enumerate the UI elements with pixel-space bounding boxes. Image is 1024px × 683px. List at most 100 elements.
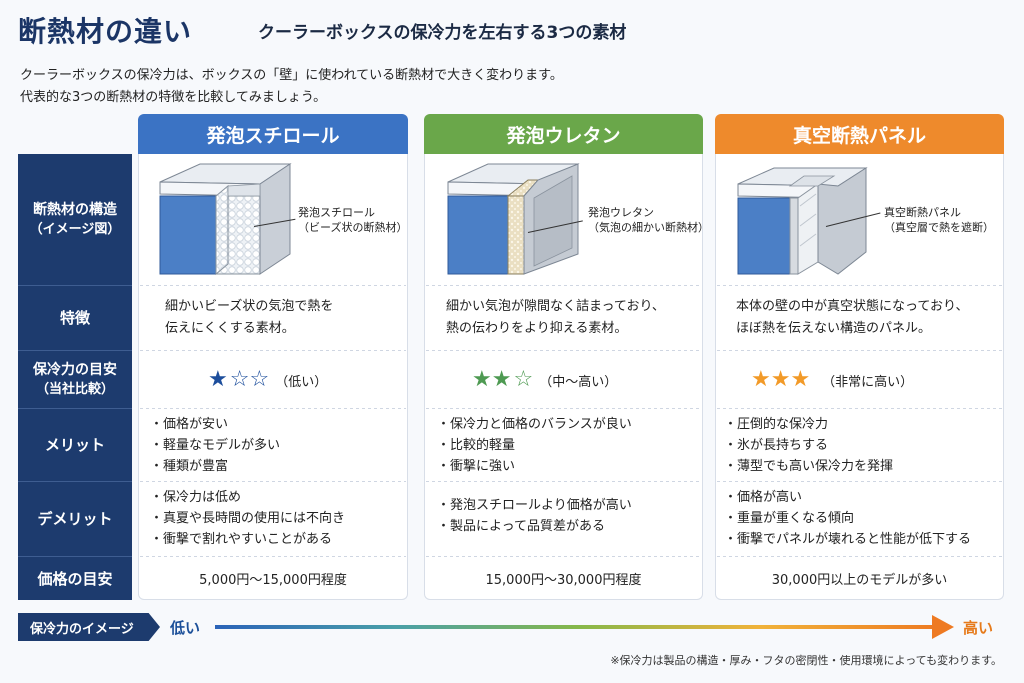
- cell-divider: [140, 408, 406, 409]
- list-item: 製品によって品質差がある: [437, 516, 632, 537]
- star-empty-icon: ☆☆: [229, 367, 270, 392]
- row-header-feature-line1: 特徴: [59, 309, 90, 327]
- list-item: 氷が長持ちする: [724, 435, 893, 456]
- intro-text: クーラーボックスの保冷力は、ボックスの「壁」に使われている断熱材で大きく変わりま…: [20, 65, 563, 109]
- scale-gradient-bar: [215, 625, 940, 629]
- column-header-vacuum-panel: 真空断熱パネル: [715, 114, 1004, 154]
- row-header-demerit: デメリット: [18, 482, 132, 556]
- rating-styrofoam: ★ ☆☆ （低い）: [208, 369, 327, 391]
- feature-styrofoam-line2: 伝えにくくする素材。: [165, 321, 295, 336]
- styrofoam-label-line1: 発泡スチロール: [298, 206, 375, 219]
- list-item: 保冷力は低め: [150, 487, 345, 508]
- arrow-right-icon: [932, 615, 954, 639]
- urethane-box-illustration: [447, 163, 580, 275]
- list-item: 比較的軽量: [437, 435, 632, 456]
- star-filled-icon: ★★: [472, 367, 512, 392]
- row-header-merit: メリット: [18, 409, 132, 481]
- column-header-urethane: 発泡ウレタン: [424, 114, 703, 154]
- feature-vacuum-line1: 本体の壁の中が真空状態になっており、: [736, 299, 969, 314]
- vacuum-illustration-label: 真空断熱パネル （真空層で熱を遮断）: [884, 205, 994, 235]
- intro-line-1: クーラーボックスの保冷力は、ボックスの「壁」に使われている断熱材で大きく変わりま…: [20, 68, 563, 83]
- list-item: 価格が安い: [150, 414, 280, 435]
- price-urethane: 15,000円〜30,000円程度: [485, 573, 642, 588]
- feature-styrofoam-line1: 細かいビーズ状の気泡で熱を: [165, 299, 334, 314]
- vacuum-label-line1: 真空断熱パネル: [884, 206, 961, 219]
- row-header-price-line1: 価格の目安: [37, 569, 113, 588]
- cell-divider: [426, 350, 701, 351]
- cell-divider: [426, 285, 701, 286]
- styrofoam-label-line2: （ビーズ状の断熱材）: [298, 221, 408, 234]
- rating-urethane-text: （中〜高い）: [539, 374, 618, 390]
- row-header-merit-line1: メリット: [44, 436, 105, 454]
- row-header-price: 価格の目安: [18, 557, 132, 600]
- row-header-rating: 保冷力の目安 （当社比較）: [18, 351, 132, 408]
- rating-styrofoam-text: （低い）: [275, 374, 328, 390]
- price-styrofoam: 5,000円〜15,000円程度: [199, 573, 347, 588]
- feature-urethane-line1: 細かい気泡が隙間なく詰まっており、: [446, 299, 665, 314]
- list-item: 種類が豊富: [150, 456, 280, 477]
- feature-urethane-line2: 熱の伝わりをより抑える素材。: [446, 321, 628, 336]
- row-header-rating-line1: 保冷力の目安: [33, 361, 117, 378]
- row-header-structure-line1: 断熱材の構造: [33, 201, 117, 218]
- star-empty-icon: ☆: [513, 367, 534, 392]
- list-item: 衝撃でパネルが壊れると性能が低下する: [724, 529, 971, 550]
- list-item: 価格が高い: [724, 487, 971, 508]
- feature-vacuum-line2: ほぼ熱を伝えない構造のパネル。: [736, 321, 932, 336]
- demerits-vacuum: 価格が高い 重量が重くなる傾向 衝撃でパネルが壊れると性能が低下する: [724, 487, 971, 550]
- cell-divider: [140, 481, 406, 482]
- merits-styrofoam: 価格が安い 軽量なモデルが多い 種類が豊富: [150, 414, 280, 477]
- cell-divider: [717, 556, 1002, 557]
- demerits-styrofoam: 保冷力は低め 真夏や長時間の使用には不向き 衝撃で割れやすいことがある: [150, 487, 345, 550]
- urethane-label-line1: 発泡ウレタン: [588, 206, 654, 219]
- rating-vacuum: ★★★ （非常に高い）: [751, 369, 913, 391]
- list-item: 重量が重くなる傾向: [724, 508, 971, 529]
- cell-divider: [140, 350, 406, 351]
- urethane-illustration-label: 発泡ウレタン （気泡の細かい断熱材）: [588, 205, 709, 235]
- row-header-structure-line2: （イメージ図）: [29, 221, 121, 237]
- scale-high-label: 高い: [963, 619, 994, 637]
- list-item: 衝撃に強い: [437, 456, 632, 477]
- row-divider: [18, 481, 132, 482]
- cell-divider: [717, 350, 1002, 351]
- cell-divider: [717, 408, 1002, 409]
- feature-urethane: 細かい気泡が隙間なく詰まっており、 熱の伝わりをより抑える素材。: [446, 296, 665, 340]
- rating-vacuum-text: （非常に高い）: [822, 374, 914, 390]
- row-header-demerit-line1: デメリット: [37, 510, 113, 528]
- cell-divider: [426, 481, 701, 482]
- rating-urethane: ★★ ☆ （中〜高い）: [472, 369, 617, 391]
- cell-divider: [426, 556, 701, 557]
- list-item: 衝撃で割れやすいことがある: [150, 529, 345, 550]
- star-filled-icon: ★: [208, 367, 228, 392]
- footnote: ※保冷力は製品の構造・厚み・フタの密閉性・使用環境によっても変わります。: [610, 654, 1002, 667]
- row-header-feature: 特徴: [18, 286, 132, 350]
- row-divider: [18, 350, 132, 351]
- cell-divider: [426, 408, 701, 409]
- star-filled-icon: ★★★: [751, 367, 811, 392]
- styrofoam-box-illustration: [159, 163, 292, 276]
- cell-divider: [140, 556, 406, 557]
- list-item: 発泡スチロールより価格が高い: [437, 495, 632, 516]
- list-item: 真夏や長時間の使用には不向き: [150, 508, 345, 529]
- vacuum-panel-box-illustration: [737, 167, 868, 275]
- feature-styrofoam: 細かいビーズ状の気泡で熱を 伝えにくくする素材。: [165, 296, 333, 340]
- price-vacuum: 30,000円以上のモデルが多い: [771, 573, 948, 588]
- list-item: 保冷力と価格のバランスが良い: [437, 414, 632, 435]
- row-header-structure: 断熱材の構造 （イメージ図）: [18, 154, 132, 285]
- list-item: 圧倒的な保冷力: [724, 414, 893, 435]
- scale-label: 保冷力のイメージ: [18, 613, 160, 641]
- row-divider: [18, 408, 132, 409]
- row-divider: [18, 285, 132, 286]
- page-subtitle: クーラーボックスの保冷力を左右する3つの素材: [258, 23, 627, 43]
- urethane-label-line2: （気泡の細かい断熱材）: [588, 221, 709, 234]
- vacuum-label-line2: （真空層で熱を遮断）: [884, 221, 994, 234]
- demerits-urethane: 発泡スチロールより価格が高い 製品によって品質差がある: [437, 495, 632, 537]
- styrofoam-illustration-label: 発泡スチロール （ビーズ状の断熱材）: [298, 205, 407, 235]
- page-title: 断熱材の違い: [18, 15, 193, 48]
- cell-divider: [717, 481, 1002, 482]
- merits-vacuum: 圧倒的な保冷力 氷が長持ちする 薄型でも高い保冷力を発揮: [724, 414, 893, 477]
- scale-low-label: 低い: [170, 619, 201, 637]
- intro-line-2: 代表的な3つの断熱材の特徴を比較してみましょう。: [20, 90, 327, 105]
- merits-urethane: 保冷力と価格のバランスが良い 比較的軽量 衝撃に強い: [437, 414, 632, 477]
- list-item: 軽量なモデルが多い: [150, 435, 280, 456]
- row-header-rating-line2: （当社比較）: [35, 381, 114, 397]
